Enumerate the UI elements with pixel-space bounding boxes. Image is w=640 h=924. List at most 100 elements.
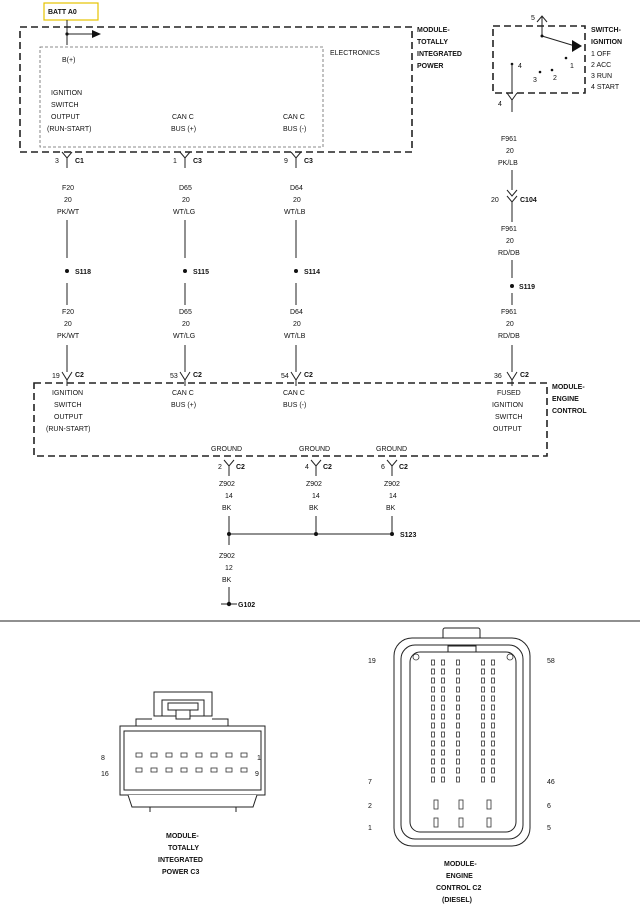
tipm-electronics-box — [39, 46, 324, 148]
ecm-c2-pin-label: 1 — [368, 825, 372, 832]
tipm-pin-number: 9 — [284, 158, 288, 165]
connector-cavity — [491, 677, 495, 684]
connector-cavity — [456, 767, 460, 774]
connector-cavity — [456, 722, 460, 729]
tipm-pin-3: 9 C3 — [284, 151, 313, 168]
connector-cavity — [195, 752, 203, 758]
ecm-c2-pin-label: 58 — [547, 658, 555, 665]
tipm-pin-number: 3 — [55, 158, 59, 165]
connector-cavity — [456, 695, 460, 702]
wire-color: WT/LB — [284, 209, 306, 216]
wire-gauge: 20 — [182, 321, 190, 328]
ground-2: GROUND 4 C2 Z902 14 BK — [299, 446, 332, 534]
ecm-c2-pin-label: 5 — [547, 825, 551, 832]
tipm-title-2: TOTALLY — [417, 39, 448, 46]
power-cavity — [458, 799, 464, 810]
splice-node — [65, 269, 69, 273]
tipm-pin-conn: C3 — [304, 158, 313, 165]
wire-code: Z902 — [306, 481, 322, 488]
connector-cavity — [210, 752, 218, 758]
wire-code: Z902 — [384, 481, 400, 488]
connector-cavity — [165, 752, 173, 758]
tipm-pin1-label-4: (RUN-START) — [47, 126, 91, 133]
ground-1: GROUND 2 C2 Z902 14 BK — [211, 446, 245, 545]
tipm-pin1-label-1: IGNITION — [51, 90, 82, 97]
wire-color: WT/LB — [284, 333, 306, 340]
connector-cavity — [431, 767, 435, 774]
trunk-color: BK — [222, 577, 232, 584]
connector-cavity — [481, 704, 485, 711]
tipm-title-3: INTEGRATED — [417, 51, 462, 58]
trunk-code: Z902 — [219, 553, 235, 560]
switch-position-4: 4 START — [591, 84, 620, 91]
ecm-label: BUS (-) — [283, 402, 306, 409]
ecm-label: CAN C — [172, 390, 194, 397]
connector-cavity — [456, 677, 460, 684]
connector-cavity — [481, 758, 485, 765]
tipm-pin1-label-2: SWITCH — [51, 102, 79, 109]
connector-cavity — [491, 686, 495, 693]
connector-cavity — [481, 722, 485, 729]
connector-cavity — [456, 758, 460, 765]
ground-3: GROUND 6 C2 Z902 14 BK — [376, 446, 408, 534]
connector-cavity — [491, 713, 495, 720]
ecm-title-3: CONTROL — [552, 408, 587, 415]
wire-gauge: 20 — [506, 148, 514, 155]
ecm-module-box — [33, 382, 548, 457]
power-cavity — [486, 817, 492, 828]
ground-splice-label: S123 — [400, 532, 416, 539]
ecm-c2-caption-2: ENGINE — [446, 873, 473, 880]
splice-label: S119 — [519, 284, 535, 291]
wire-gauge: 20 — [293, 197, 301, 204]
connector-cavity — [481, 695, 485, 702]
ecm-pin-conn: C2 — [193, 372, 202, 379]
wire-gauge: 20 — [293, 321, 301, 328]
tipm-c3-pin-label: 1 — [257, 755, 261, 762]
connector-cavity — [431, 749, 435, 756]
wire-color: WT/LG — [173, 333, 195, 340]
inline-connector-icon — [506, 189, 518, 203]
connector-cavity — [441, 740, 445, 747]
wire-gauge: 20 — [64, 321, 72, 328]
connector-cavity — [150, 752, 158, 758]
batt-label: BATT A0 — [48, 9, 77, 16]
connector-cavity — [456, 713, 460, 720]
wire-gauge: 14 — [225, 493, 233, 500]
connector-cavity — [150, 767, 158, 773]
ground-pin: 4 — [305, 464, 309, 471]
tipm-module-box — [19, 26, 413, 153]
wire-code: D64 — [290, 185, 303, 192]
ground-trunk — [221, 587, 237, 605]
connector-cavity — [431, 704, 435, 711]
splice-label: S115 — [193, 269, 209, 276]
ecm-c2-pin-label: 46 — [547, 779, 555, 786]
connector-cavity — [481, 731, 485, 738]
wire-color: BK — [386, 505, 396, 512]
wire-code: F20 — [62, 309, 74, 316]
tipm-c3-caption-4: POWER C3 — [162, 869, 199, 876]
connector-cavity — [431, 677, 435, 684]
tipm-c3-caption-2: TOTALLY — [168, 845, 199, 852]
ecm-label: SWITCH — [54, 402, 82, 409]
switch-position-2: 2 ACC — [591, 62, 611, 69]
connector-cavity — [431, 686, 435, 693]
switch-pin-top: 5 — [531, 15, 535, 22]
ecm-c2-connector-face — [393, 627, 531, 847]
wire-color: BK — [222, 505, 232, 512]
tipm-pin3-label-2: BUS (-) — [283, 126, 306, 133]
ground-bus-node — [390, 532, 394, 536]
connector-cavity — [180, 767, 188, 773]
wire-color: PK/LB — [498, 160, 518, 167]
connector-cavity — [481, 749, 485, 756]
switch-title-2: IGNITION — [591, 39, 622, 46]
wire-gauge: 14 — [312, 493, 320, 500]
connector-cavity — [441, 713, 445, 720]
ignition-switch-box — [492, 25, 586, 94]
ground-symbol-icon — [226, 601, 232, 607]
ecm-label: OUTPUT — [54, 414, 84, 421]
connector-cavity — [431, 695, 435, 702]
ecm-c2-pin-label: 6 — [547, 803, 551, 810]
tipm-pin2-label-2: BUS (+) — [171, 126, 196, 133]
switch-arrow-icon — [572, 40, 582, 52]
